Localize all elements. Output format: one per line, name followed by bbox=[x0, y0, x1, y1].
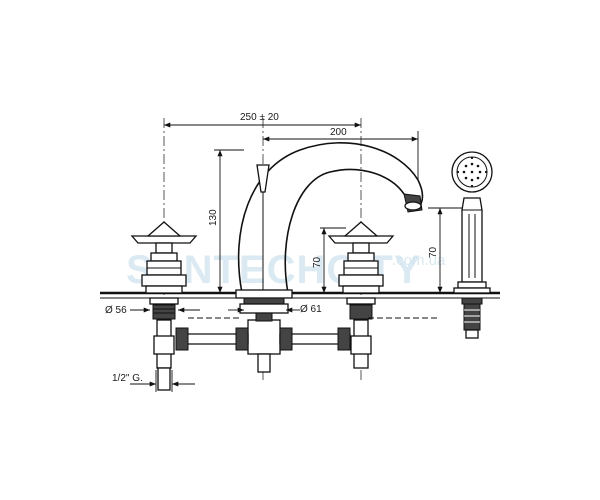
dim-thread: 1/2" G. bbox=[112, 373, 143, 384]
dim-handle-height: 70 bbox=[312, 256, 323, 268]
under-deck-piping bbox=[175, 312, 440, 373]
dim-handshower-height: 70 bbox=[428, 246, 439, 258]
dim-overall-width: 250 ± 20 bbox=[240, 112, 279, 123]
countertop bbox=[100, 291, 500, 299]
spout bbox=[235, 118, 424, 380]
left-cross-handle bbox=[130, 235, 198, 244]
dim-diameter-center: Ø 61 bbox=[300, 304, 322, 315]
watermark-domain: .com.ua bbox=[392, 252, 446, 269]
dimension-lines: 250 ± 20 200 130 70 70 Ø 56 Ø 61 1/2" G. bbox=[105, 112, 462, 392]
right-cross-handle bbox=[327, 235, 395, 244]
left-valve bbox=[130, 118, 198, 391]
pop-up-knob bbox=[256, 164, 270, 193]
dim-diameter-left: Ø 56 bbox=[105, 305, 127, 316]
handshower bbox=[451, 151, 493, 339]
dim-spout-height: 130 bbox=[208, 209, 219, 226]
dim-spout-reach: 200 bbox=[330, 127, 347, 138]
right-valve bbox=[327, 118, 395, 380]
